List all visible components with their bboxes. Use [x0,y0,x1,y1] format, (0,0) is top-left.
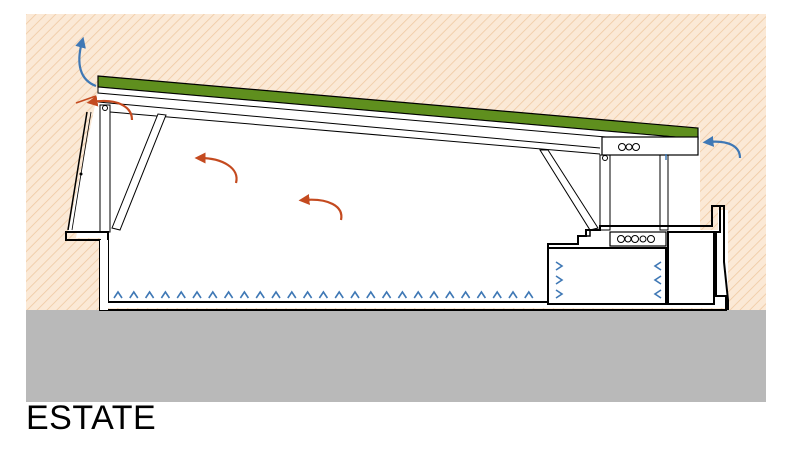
chevron-up-vent-icon [129,290,139,299]
chevron-up-vent-icon [429,290,439,299]
curved-arrow-warm-air-icon [298,194,343,221]
chevron-up-vent-icon [508,290,518,299]
chevron-up-vent-icon [160,290,171,299]
caption: ESTATE [26,399,157,437]
right-column-1 [599,154,611,231]
chevron-up-vent-icon [397,290,408,299]
wall-vents-right-icon [653,261,662,299]
ground [26,310,766,402]
roof-beam [97,101,601,149]
chevron-up-vent-icon [460,290,471,299]
chevron-up-vent-icon [413,290,423,299]
chevron-up-vent-icon [208,290,218,299]
upper-pipes-icon [618,143,640,151]
left-glazing [67,111,88,231]
right-column-2 [659,154,669,231]
chevron-up-vent-icon [192,290,202,299]
chevron-up-vent-icon [239,290,250,299]
chevron-up-vent-icon [176,290,186,299]
chevron-up-vent-icon [302,290,313,299]
roof-beam-inner [109,111,601,155]
left-column [99,104,111,233]
glazing-hinge [79,172,83,176]
chevron-up-vent-icon [476,290,487,299]
right-brace [539,149,599,231]
left-column-joint [102,105,108,111]
curved-arrow-cool-air-icon [75,36,97,88]
interior-void [76,100,690,305]
chevron-up-vent-icon [381,290,392,299]
chevron-up-vent-icon [113,290,123,299]
wall-vents-left-icon [555,261,564,299]
chevron-up-vent-icon [318,290,329,299]
chevron-up-vent-icon [445,290,455,299]
interior-wedge [68,92,100,232]
lower-pipes-icon [617,235,655,243]
left-brace [111,113,167,231]
right-exterior-wall [716,205,729,310]
vent-flap [75,95,97,104]
chevron-up-vent-icon [255,290,265,299]
floor-slab-fill [100,240,108,310]
floor-vent-row [113,290,534,299]
curved-arrow-warm-air-icon [194,152,238,184]
chevron-up-vent-icon [223,290,234,299]
chevron-up-vent-icon [350,290,360,299]
chevron-up-vent-icon [524,290,534,299]
chevron-up-vent-icon [334,290,344,299]
stepped-curb [548,229,600,245]
chevron-up-vent-icon [271,290,281,299]
chevron-up-vent-icon [144,290,155,299]
upper-duct-box [601,136,699,156]
plenum-box [547,247,667,305]
chevron-up-vent-icon [492,290,502,299]
chevron-up-vent-icon [287,290,297,299]
right-chamber [667,231,715,305]
left-glazing-inner [71,111,92,231]
curved-arrow-warm-air-icon [86,95,134,121]
chevron-up-vent-icon [366,290,376,299]
curved-arrow-cool-air-icon [702,135,742,159]
